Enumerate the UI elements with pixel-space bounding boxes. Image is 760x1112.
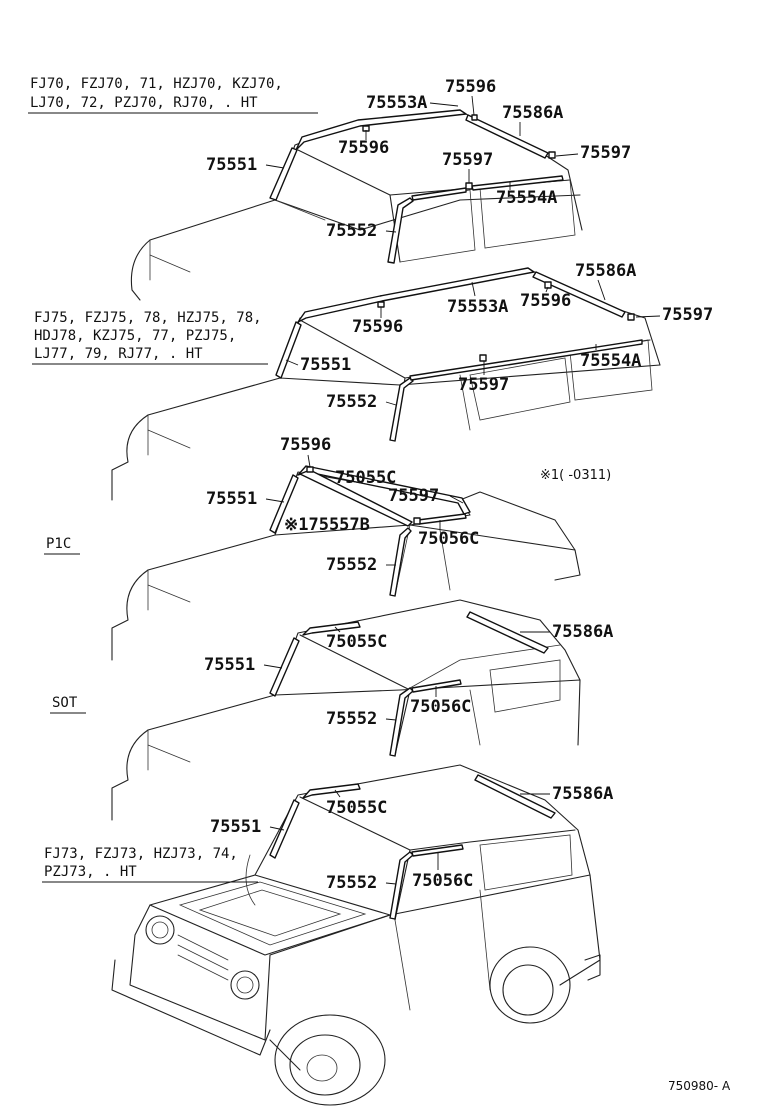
vehicle-fj73-ht: [111, 764, 601, 1106]
part-label-75596-v3: 75596: [280, 435, 331, 455]
part-label-75553A-v2: 75553A: [447, 297, 508, 317]
part-label-75552-v3: 75552: [326, 555, 377, 575]
part-label-75554A-v2: 75554A: [580, 351, 641, 371]
vehicle-sot: [111, 599, 581, 821]
part-label-75055C-v3: 75055C: [335, 468, 396, 488]
group-label-fj75: FJ75, FZJ75, 78, HZJ75, 78, HDJ78, KZJ75…: [32, 310, 268, 365]
svg-text:FJ70, FZJ70, 71, HZJ70, KZJ70,: FJ70, FZJ70, 71, HZJ70, KZJ70,: [30, 76, 283, 92]
part-label-75586A-v1: 75586A: [502, 103, 563, 123]
part-label-75055C-v4: 75055C: [326, 632, 387, 652]
part-label-75551-v3: 75551: [206, 489, 257, 509]
group-fj75-line3: LJ77, 79, RJ77, . HT: [34, 346, 203, 362]
part-label-75586A-v5: 75586A: [552, 784, 613, 804]
part-label-75596-v2b: 75596: [352, 317, 403, 337]
footnote-applicability: ※1( -0311): [540, 468, 611, 483]
part-label-75056C-v3: 75056C: [418, 529, 479, 549]
group-sot-label: SOT: [52, 695, 78, 711]
group-label-p1c: P1C: [44, 536, 80, 555]
vehicle-p1c: [111, 465, 581, 661]
svg-text:FJ73, FZJ73, HZJ73, 74,: FJ73, FZJ73, HZJ73, 74,: [44, 846, 238, 862]
callouts-vehicle-2: 75586A 75553A 75596 75597 75596 75551 75…: [285, 261, 713, 412]
group-fj75-line2: HDJ78, KZJ75, 77, PZJ75,: [34, 328, 236, 344]
callouts-vehicle-3: 75596 75055C 75597 75551 ※175557B 75056C…: [206, 435, 611, 575]
part-label-75596-v2a: 75596: [520, 291, 571, 311]
part-label-75597-v2b: 75597: [458, 375, 509, 395]
part-label-75597-v3: 75597: [388, 486, 439, 506]
group-fj70-line1: FJ70, FZJ70, 71, HZJ70, KZJ70,: [30, 76, 283, 92]
part-label-75596-v1b: 75596: [338, 138, 389, 158]
part-label-75597-v2a: 75597: [662, 305, 713, 325]
part-label-75056C-v5: 75056C: [412, 871, 473, 891]
part-label-75554A-v1: 75554A: [496, 188, 557, 208]
svg-text:HDJ78, KZJ75, 77, PZJ75,: HDJ78, KZJ75, 77, PZJ75,: [34, 328, 236, 344]
vehicle-fj75-ht: [111, 267, 661, 501]
part-label-75553A-v1: 75553A: [366, 93, 427, 113]
part-label-75551-v2: 75551: [300, 355, 351, 375]
group-p1c-label: P1C: [46, 536, 71, 552]
part-label-75551-v4: 75551: [204, 655, 255, 675]
part-label-75055C-v5: 75055C: [326, 798, 387, 818]
part-label-75586A-v4: 75586A: [552, 622, 613, 642]
part-label-75551-v1: 75551: [206, 155, 257, 175]
part-label-75597-v1b: 75597: [442, 150, 493, 170]
callouts-vehicle-4: 75586A 75055C 75551 75056C 75552: [204, 622, 613, 729]
svg-text:LJ77, 79, RJ77, . HT: LJ77, 79, RJ77, . HT: [34, 346, 203, 362]
group-fj73-line1: FJ73, FZJ73, HZJ73, 74,: [44, 846, 238, 862]
part-label-75056C-v4: 75056C: [410, 697, 471, 717]
part-label-75557B-v3: ※175557B: [284, 515, 370, 535]
svg-text:FJ75, FZJ75, 78, HZJ75, 78,: FJ75, FZJ75, 78, HZJ75, 78,: [34, 310, 262, 326]
svg-text:PZJ73, . HT: PZJ73, . HT: [44, 864, 137, 880]
group-label-fj70: FJ70, FZJ70, 71, HZJ70, KZJ70, LJ70, 72,…: [28, 76, 318, 114]
part-label-75552-v5: 75552: [326, 873, 377, 893]
group-fj73-line2: PZJ73, . HT: [44, 864, 137, 880]
part-label-75586A-v2: 75586A: [575, 261, 636, 281]
callouts-vehicle-5: 75586A 75055C 75551 75056C 75552: [210, 784, 613, 893]
part-label-75552-v4: 75552: [326, 709, 377, 729]
group-label-fj73: FJ73, FZJ73, HZJ73, 74, PZJ73, . HT: [42, 846, 258, 883]
group-label-sot: SOT: [50, 695, 86, 714]
diagram-reference-number: 750980- A: [668, 1079, 731, 1093]
part-label-75552-v2: 75552: [326, 392, 377, 412]
svg-text:LJ70, 72, PZJ70, RJ70, . HT: LJ70, 72, PZJ70, RJ70, . HT: [30, 95, 258, 111]
group-fj70-line2: LJ70, 72, PZJ70, RJ70, . HT: [30, 95, 258, 111]
group-fj75-line1: FJ75, FZJ75, 78, HZJ75, 78,: [34, 310, 262, 326]
part-label-75551-v5: 75551: [210, 817, 261, 837]
callouts-vehicle-1: 75596 75553A 75586A 75596 75597 75551 75…: [206, 77, 631, 241]
part-label-75596-v1a: 75596: [445, 77, 496, 97]
part-label-75552-v1: 75552: [326, 221, 377, 241]
part-label-75597-v1a: 75597: [580, 143, 631, 163]
